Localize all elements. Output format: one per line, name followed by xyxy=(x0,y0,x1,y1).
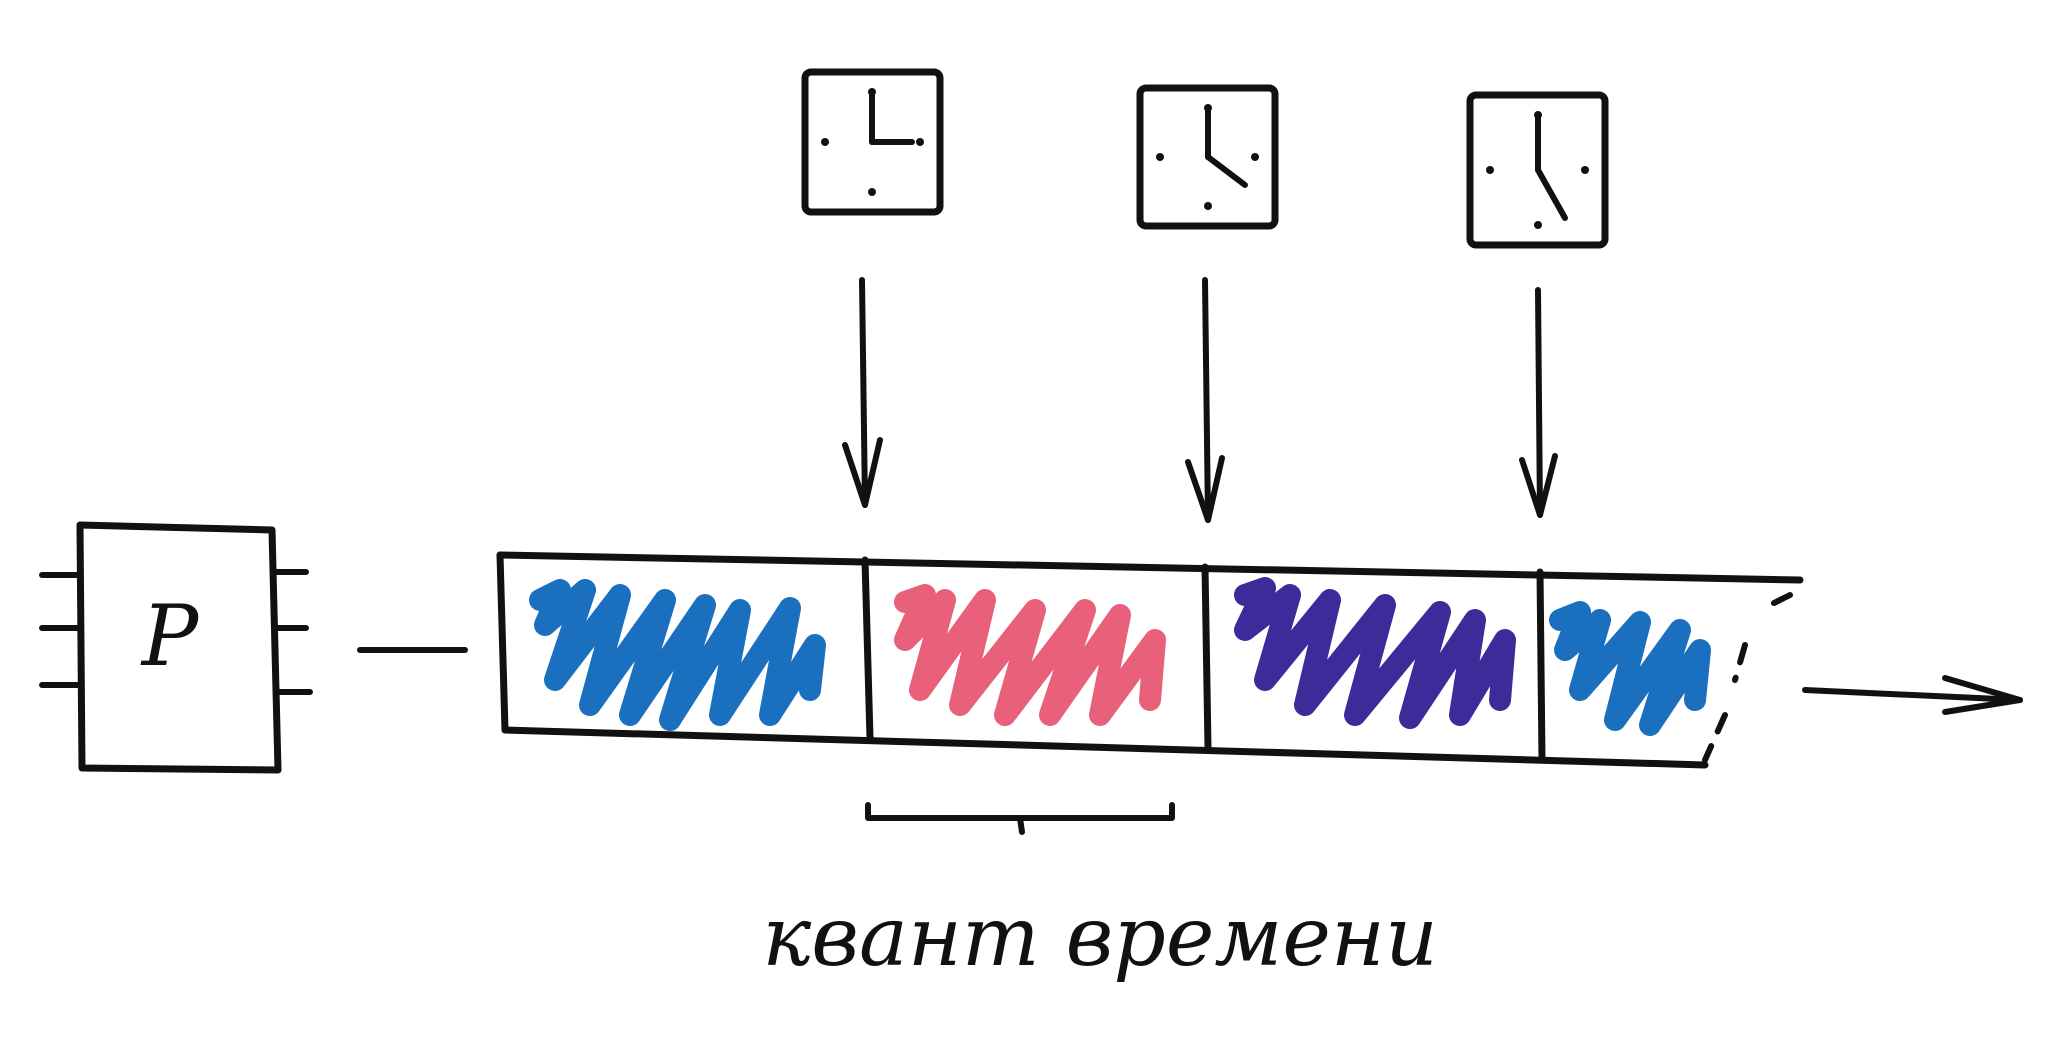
clock-hour-hand xyxy=(1205,154,1248,188)
clock-tick xyxy=(868,188,876,196)
clock-tick xyxy=(1534,221,1542,229)
clock-hour-hand xyxy=(1535,167,1568,221)
processor-label: P xyxy=(140,587,200,685)
clock-icon xyxy=(1466,91,1609,249)
clock-2 xyxy=(1136,84,1279,230)
tape-left-edge xyxy=(496,551,509,734)
clock-arrows xyxy=(842,277,1558,523)
timeline-tape xyxy=(496,551,1804,769)
caption-label: квант времени xyxy=(762,890,1438,985)
slice-scribble-3 xyxy=(1234,577,1516,729)
clock-arrow-shaft xyxy=(859,277,868,508)
clock-arrow-head xyxy=(1519,453,1558,518)
clock-icon xyxy=(801,68,944,216)
tape-top-edge xyxy=(496,551,1804,584)
processor-chip: P xyxy=(39,521,313,774)
quantum-brace xyxy=(865,802,1175,835)
clock-tick xyxy=(916,138,924,146)
time-slices xyxy=(529,577,1711,736)
clock-arrow-shaft xyxy=(1202,277,1211,523)
output-arrow-shaft xyxy=(1802,687,2023,703)
slice-divider xyxy=(861,556,874,742)
slice-divider xyxy=(1536,568,1546,764)
clock-icon xyxy=(1136,84,1279,230)
slice-scribble-1 xyxy=(529,579,826,731)
clock-tick xyxy=(1204,202,1212,210)
clock-1 xyxy=(801,68,944,216)
clock-tick xyxy=(1486,166,1494,174)
tape-bottom-edge xyxy=(501,726,1709,769)
clock-arrow-head xyxy=(1185,455,1225,523)
output-arrow xyxy=(1802,675,2023,715)
clock-tick xyxy=(1156,153,1164,161)
output-arrow-head xyxy=(1942,675,2023,715)
clock-3 xyxy=(1466,91,1609,249)
clock-arrow-head xyxy=(842,437,883,508)
clock-tick xyxy=(1251,153,1259,161)
clock-tick xyxy=(1581,166,1589,174)
slice-scribble-2 xyxy=(894,584,1166,726)
clock-arrow-shaft xyxy=(1535,287,1543,518)
clock-tick xyxy=(821,138,829,146)
tape-torn-edge xyxy=(1702,592,1793,763)
slice-scribble-4 xyxy=(1549,601,1711,736)
slice-divider xyxy=(1201,563,1212,752)
